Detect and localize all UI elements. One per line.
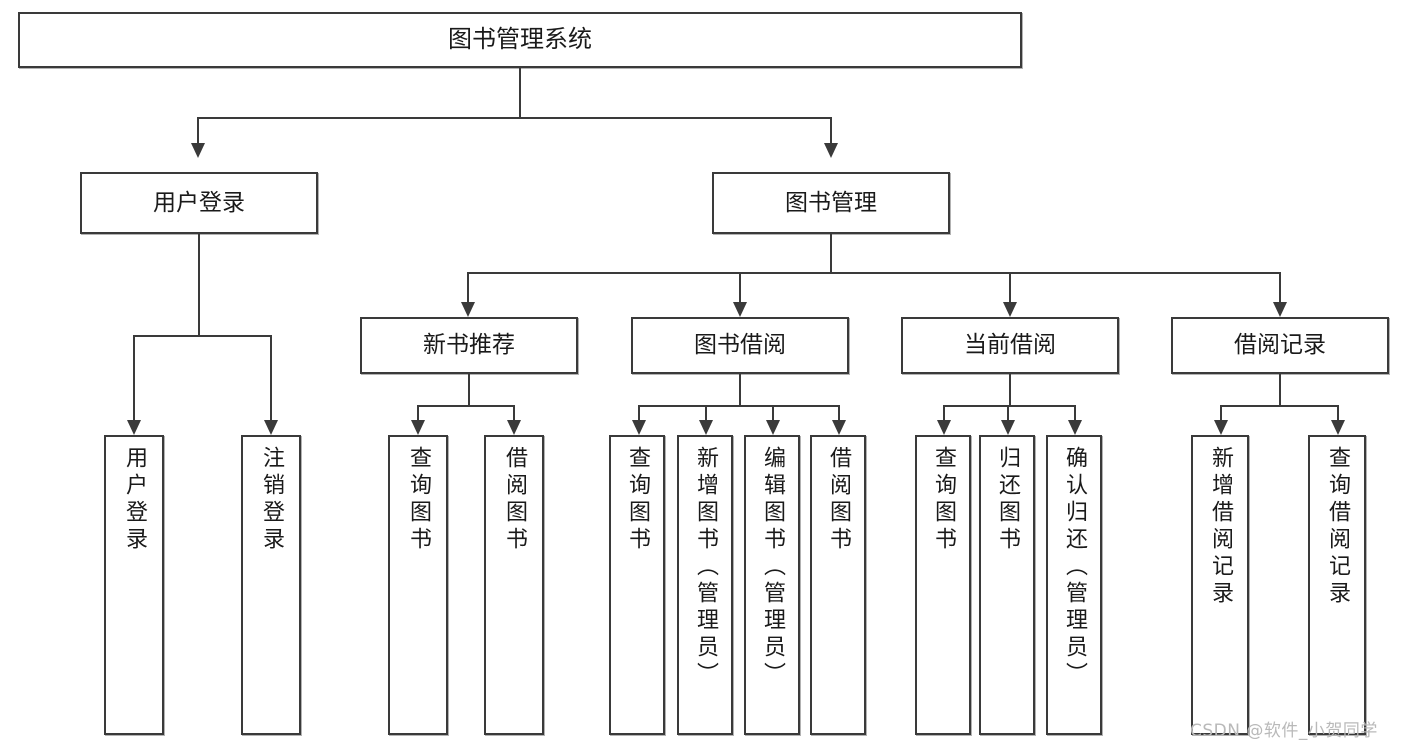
csdn-watermark: CSDN @软件_小贺同学 xyxy=(1190,721,1378,741)
node-label: 归还图书 xyxy=(995,446,1020,554)
connector-book-borrow-drop-3 xyxy=(772,405,774,420)
arrowhead-current-borrow-leaf-3 xyxy=(1068,420,1082,435)
node-label: 当前借阅 xyxy=(964,332,1056,359)
connector-current-borrow-drop-1 xyxy=(943,405,945,420)
node-label: 图书管理 xyxy=(785,189,877,216)
node-label: 新书推荐 xyxy=(423,332,515,359)
connector-new-book-bus xyxy=(417,405,515,407)
node-new-book-recommend[interactable]: 新书推荐 xyxy=(360,317,578,374)
node-label: 新增图书（管理员） xyxy=(693,446,718,689)
arrowhead-book-borrow-leaf-2 xyxy=(699,420,713,435)
arrowhead-to-book-manage xyxy=(824,143,838,158)
connector-current-borrow-drop-2 xyxy=(1007,405,1009,420)
connector-new-book-drop-2 xyxy=(513,405,515,420)
node-book-borrow[interactable]: 图书借阅 xyxy=(631,317,849,374)
node-book-management[interactable]: 图书管理 xyxy=(712,172,950,234)
node-borrow-record[interactable]: 借阅记录 xyxy=(1171,317,1389,374)
connector-borrow-record-bus xyxy=(1220,405,1339,407)
leaf-new-book-query[interactable]: 查询图书 xyxy=(388,435,448,735)
connector-root-stem xyxy=(519,68,521,117)
arrowhead-current-borrow-leaf-1 xyxy=(937,420,951,435)
connector-user-login-stem xyxy=(198,234,200,335)
connector-new-book-stem xyxy=(468,374,470,405)
arrowhead-to-current-borrow xyxy=(1003,302,1017,317)
leaf-add-borrow-record[interactable]: 新增借阅记录 xyxy=(1191,435,1249,735)
node-label: 图书借阅 xyxy=(694,332,786,359)
connector-book-borrow-stem xyxy=(739,374,741,405)
connector-book-manage-drop-3 xyxy=(1009,272,1011,302)
node-root-system[interactable]: 图书管理系统 xyxy=(18,12,1022,68)
leaf-logout[interactable]: 注销登录 xyxy=(241,435,301,735)
node-label: 注销登录 xyxy=(259,446,284,554)
leaf-borrow-query-book[interactable]: 查询图书 xyxy=(609,435,665,735)
arrowhead-book-borrow-leaf-1 xyxy=(632,420,646,435)
connector-book-manage-bus xyxy=(467,272,1279,274)
node-label: 查询图书 xyxy=(625,446,650,554)
arrowhead-new-book-leaf-2 xyxy=(507,420,521,435)
arrowhead-to-book-borrow xyxy=(733,302,747,317)
node-label: 借阅图书 xyxy=(502,446,527,554)
node-user-login[interactable]: 用户登录 xyxy=(80,172,318,234)
leaf-confirm-return-admin[interactable]: 确认归还（管理员） xyxy=(1046,435,1102,735)
arrowhead-to-new-book-recommend xyxy=(461,302,475,317)
leaf-current-query-book[interactable]: 查询图书 xyxy=(915,435,971,735)
node-label: 图书管理系统 xyxy=(448,25,592,54)
arrowhead-to-user-login xyxy=(191,143,205,158)
node-label: 查询图书 xyxy=(931,446,956,554)
connector-root-bus xyxy=(197,117,832,119)
leaf-query-borrow-record[interactable]: 查询借阅记录 xyxy=(1308,435,1366,735)
connector-current-borrow-stem xyxy=(1009,374,1011,405)
leaf-user-login[interactable]: 用户登录 xyxy=(104,435,164,735)
arrowhead-user-login-leaf-1 xyxy=(127,420,141,435)
connector-book-borrow-drop-1 xyxy=(638,405,640,420)
connector-book-borrow-drop-2 xyxy=(705,405,707,420)
node-label: 查询图书 xyxy=(406,446,431,554)
leaf-new-book-borrow[interactable]: 借阅图书 xyxy=(484,435,544,735)
node-label: 新增借阅记录 xyxy=(1208,446,1233,608)
connector-current-borrow-drop-3 xyxy=(1074,405,1076,420)
arrowhead-to-borrow-record xyxy=(1273,302,1287,317)
node-label: 用户登录 xyxy=(153,189,245,216)
node-label: 用户登录 xyxy=(122,446,147,554)
arrowhead-new-book-leaf-1 xyxy=(411,420,425,435)
connector-user-login-bus xyxy=(133,335,272,337)
leaf-borrow-book[interactable]: 借阅图书 xyxy=(810,435,866,735)
arrowhead-current-borrow-leaf-2 xyxy=(1001,420,1015,435)
node-current-borrow[interactable]: 当前借阅 xyxy=(901,317,1119,374)
connector-book-manage-drop-2 xyxy=(739,272,741,302)
connector-book-manage-stem xyxy=(830,234,832,272)
connector-new-book-drop-1 xyxy=(417,405,419,420)
connector-root-drop-right xyxy=(830,117,832,143)
connector-book-manage-drop-4 xyxy=(1279,272,1281,302)
leaf-return-book[interactable]: 归还图书 xyxy=(979,435,1035,735)
node-label: 编辑图书（管理员） xyxy=(760,446,785,689)
leaf-add-book-admin[interactable]: 新增图书（管理员） xyxy=(677,435,733,735)
arrowhead-borrow-record-leaf-2 xyxy=(1331,420,1345,435)
connector-borrow-record-drop-1 xyxy=(1220,405,1222,420)
node-label: 借阅记录 xyxy=(1234,332,1326,359)
connector-current-borrow-bus xyxy=(943,405,1076,407)
arrowhead-book-borrow-leaf-3 xyxy=(766,420,780,435)
connector-book-manage-drop-1 xyxy=(467,272,469,302)
arrowhead-borrow-record-leaf-1 xyxy=(1214,420,1228,435)
node-label: 确认归还（管理员） xyxy=(1062,446,1087,689)
arrowhead-book-borrow-leaf-4 xyxy=(832,420,846,435)
connector-user-login-drop-1 xyxy=(133,335,135,420)
node-label: 查询借阅记录 xyxy=(1325,446,1350,608)
arrowhead-user-login-leaf-2 xyxy=(264,420,278,435)
connector-book-borrow-bus xyxy=(638,405,840,407)
connector-user-login-drop-2 xyxy=(270,335,272,420)
connector-book-borrow-drop-4 xyxy=(838,405,840,420)
connector-borrow-record-drop-2 xyxy=(1337,405,1339,420)
node-label: 借阅图书 xyxy=(826,446,851,554)
connector-root-drop-left xyxy=(197,117,199,143)
connector-borrow-record-stem xyxy=(1279,374,1281,405)
leaf-edit-book-admin[interactable]: 编辑图书（管理员） xyxy=(744,435,800,735)
